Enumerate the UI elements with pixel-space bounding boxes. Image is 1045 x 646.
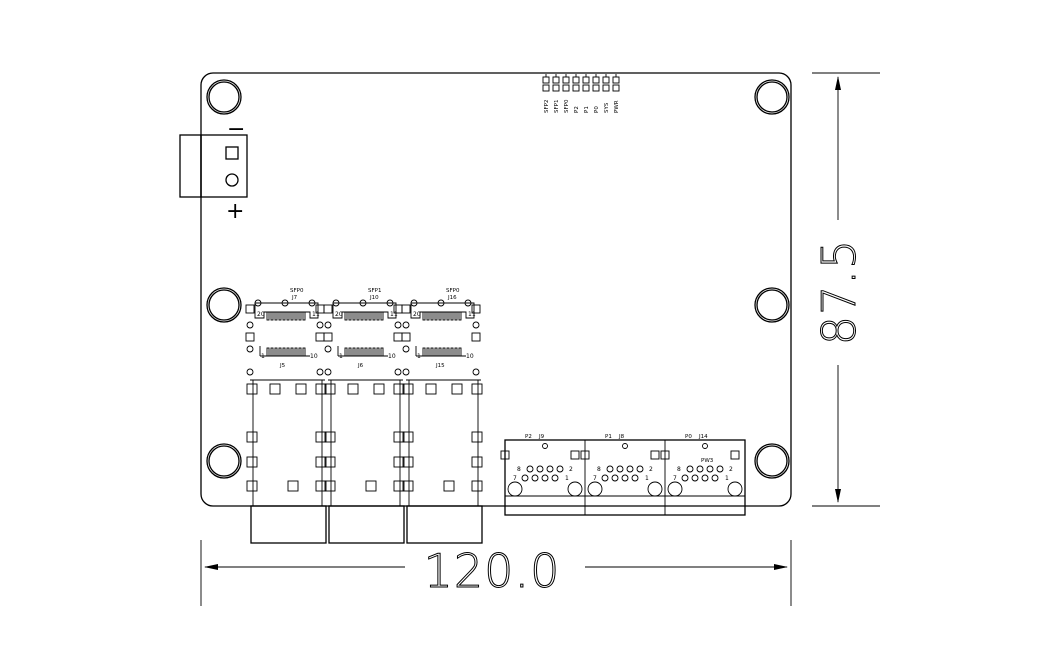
pin-label: 8: [597, 466, 601, 473]
pin-label: 7: [513, 475, 517, 482]
port-extra: PW3: [701, 458, 714, 464]
sfp-bottom-ref: J6: [357, 363, 364, 369]
pin-label: 1: [645, 475, 649, 482]
led-sfp1: SFP1: [552, 74, 560, 113]
sfp-name: SFP1: [368, 288, 381, 294]
rj45-port-p1: P1 J8 8 2 7 1: [580, 434, 663, 515]
led-pwr: PWR: [612, 74, 620, 113]
pin-label: 10: [388, 353, 396, 360]
sfp-bottom-ref: J5: [279, 363, 286, 369]
sfp-name: SFP0: [446, 288, 460, 294]
sfp-name: SFP0: [290, 288, 304, 294]
pin-label: 20: [257, 311, 265, 318]
port-ref: J14: [698, 434, 708, 440]
led-label: P1: [584, 106, 590, 113]
pin-label: 10: [310, 353, 318, 360]
pin-label: 2: [729, 466, 733, 473]
width-dimension: 120.0: [200, 540, 792, 606]
sfp-bottom-ref: J15: [435, 363, 445, 369]
port-name: P0: [685, 434, 692, 440]
led-label: P2: [574, 106, 580, 113]
pin-label: 1: [565, 475, 569, 482]
led-label: P0: [594, 106, 600, 113]
rj45-port-p2: P2 J9 8 2 7 1: [500, 434, 583, 497]
plus-sign: +: [226, 199, 244, 224]
board-outline: [200, 72, 792, 507]
pin-label: 20: [335, 311, 343, 318]
power-terminal: − +: [179, 117, 248, 224]
led-sfp0: SFP0: [562, 74, 570, 113]
led-label: SFP1: [554, 100, 560, 113]
led-p2: P2: [572, 74, 580, 113]
mounting-holes: [206, 79, 790, 479]
pin-label: 2: [569, 466, 573, 473]
pin-label: 1: [725, 475, 729, 482]
height-label: 87.5: [812, 239, 866, 345]
led-label: SFP0: [564, 99, 570, 113]
port-ref: J9: [538, 434, 545, 440]
pin-label: 8: [677, 466, 681, 473]
sfp-ref: J10: [369, 295, 379, 301]
pin-label: 1: [417, 353, 421, 360]
port-ref: J8: [618, 434, 625, 440]
led-label: PWR: [614, 100, 620, 113]
led-p0: P0: [592, 74, 600, 113]
pin-label: 11: [312, 311, 320, 318]
height-dimension: 87.5: [812, 72, 880, 507]
led-p1: P1: [582, 74, 590, 113]
led-label: SFP2: [544, 100, 550, 113]
pin-label: 20: [413, 311, 421, 318]
pin-label: 7: [673, 475, 677, 482]
led-sys: SYS: [602, 74, 610, 113]
led-label: SYS: [604, 102, 610, 113]
width-label: 120.0: [424, 544, 561, 598]
pin-label: 8: [517, 466, 521, 473]
minus-sign: −: [227, 117, 245, 142]
pin-label: 11: [390, 311, 398, 318]
sfp-ref: J16: [447, 295, 457, 301]
pin-label: 11: [468, 311, 476, 318]
sfp-ref: J7: [291, 295, 298, 301]
pin-label: 10: [466, 353, 474, 360]
pin-label: 1: [339, 353, 343, 360]
port-name: P1: [605, 434, 612, 440]
port-name: P2: [525, 434, 532, 440]
pin-label: 7: [593, 475, 597, 482]
led-sfp2: SFP2: [542, 74, 550, 113]
pin-label: 2: [649, 466, 653, 473]
pin-label: 1: [261, 353, 265, 360]
